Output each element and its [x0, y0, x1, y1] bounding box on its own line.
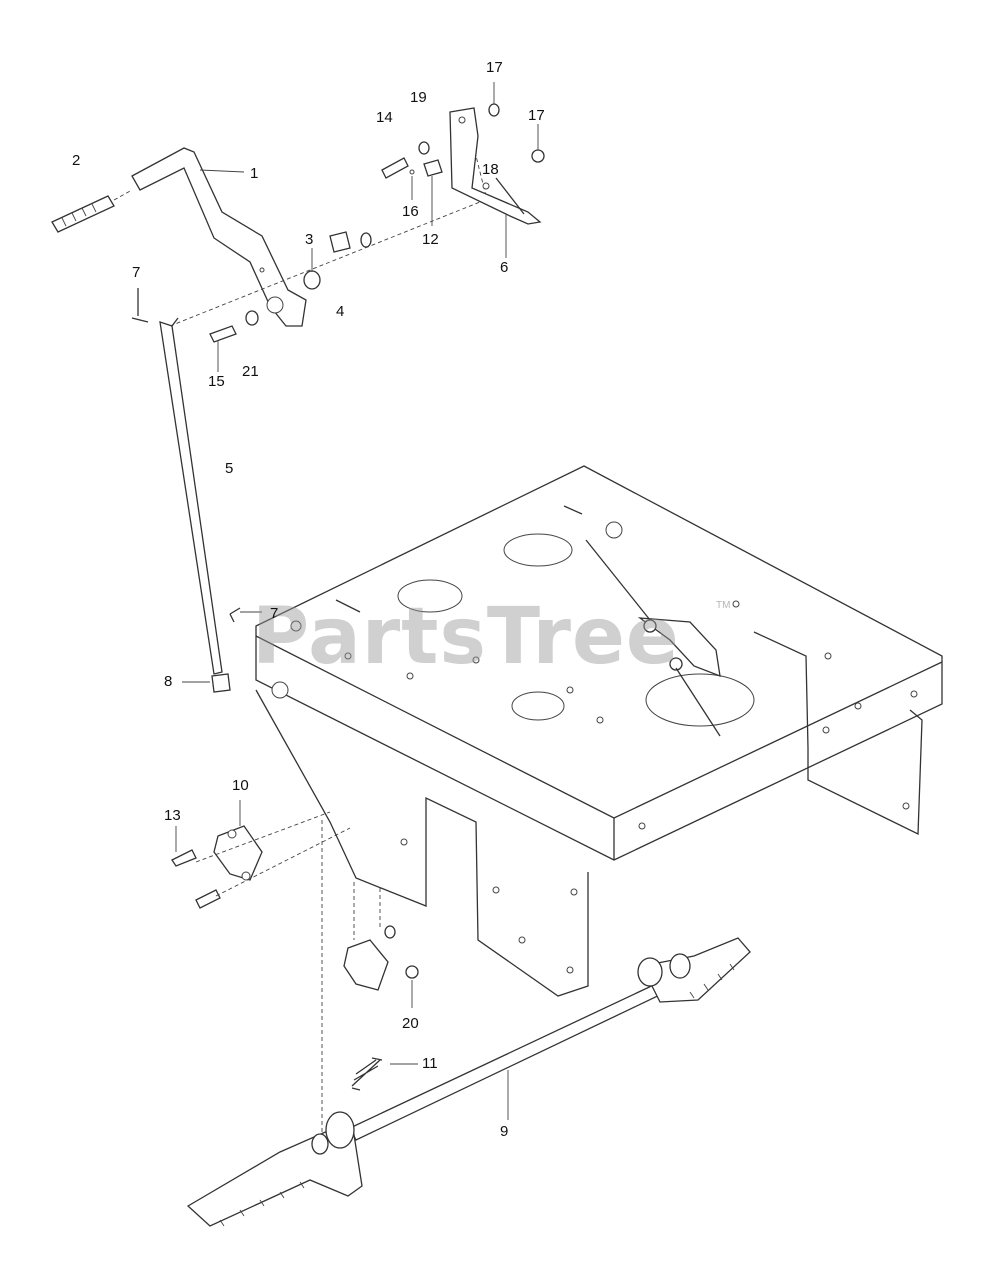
watermark: PartsTree [252, 592, 680, 682]
part-17-nut-right [531, 124, 545, 163]
part-5-rod [159, 317, 223, 675]
label-7-lower: 7 [270, 605, 279, 622]
part-21-washer [245, 310, 259, 326]
label-7-upper: 7 [132, 264, 141, 281]
label-5: 5 [225, 460, 234, 477]
part-20-nut [405, 965, 419, 1008]
pedal-right [637, 937, 751, 1003]
part-6-bracket [449, 107, 542, 258]
label-3: 3 [305, 231, 314, 248]
part-3-bushing [303, 248, 321, 290]
label-15: 15 [208, 373, 225, 390]
main-frame [255, 465, 943, 997]
label-17-top: 17 [486, 59, 503, 76]
label-1: 1 [250, 165, 259, 182]
part-11-spring [351, 1057, 418, 1091]
part-13-bolt [171, 826, 197, 867]
part-15-bolt [209, 325, 237, 372]
label-19: 19 [410, 89, 427, 106]
label-10: 10 [232, 777, 249, 794]
part-7-clip-lower [229, 607, 262, 623]
pedal-left [186, 1111, 363, 1227]
label-16: 16 [402, 203, 419, 220]
label-20: 20 [402, 1015, 419, 1032]
part-12-clamp [423, 159, 443, 226]
label-11: 11 [422, 1055, 438, 1072]
part-7-clip-upper [131, 288, 149, 323]
part-4-spacer [329, 231, 372, 253]
label-14: 14 [376, 109, 393, 126]
bracket-lower [343, 882, 396, 991]
label-9: 9 [500, 1123, 509, 1140]
part-14-bolt [381, 141, 430, 179]
part-2-grip [51, 189, 133, 233]
label-17-right: 17 [528, 107, 545, 124]
label-6: 6 [500, 259, 509, 276]
label-13: 13 [164, 807, 181, 824]
part-10-bracket [213, 800, 263, 881]
label-4: 4 [336, 303, 345, 320]
watermark-tm: TM [716, 600, 731, 611]
label-2: 2 [72, 152, 81, 169]
label-12: 12 [422, 231, 439, 248]
part-16-pin [409, 169, 415, 200]
part-8-ferrule [182, 673, 231, 693]
label-21: 21 [242, 363, 259, 380]
label-18: 18 [482, 161, 499, 178]
part-1-lever [131, 147, 307, 327]
label-8: 8 [164, 673, 173, 690]
part-17-nut-top [488, 82, 500, 117]
